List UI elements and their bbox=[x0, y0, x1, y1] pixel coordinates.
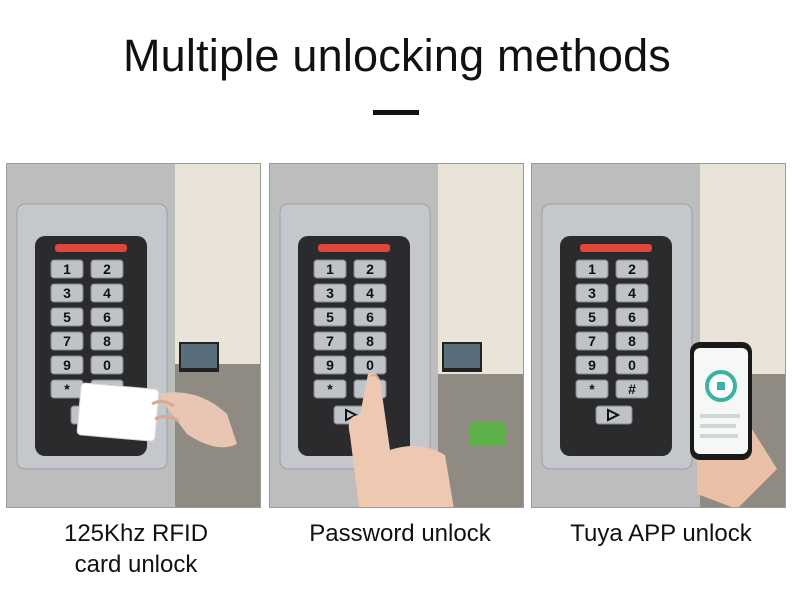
keypad-key-label: * bbox=[327, 381, 333, 397]
keypad-key-label: * bbox=[64, 381, 70, 397]
keypad-key bbox=[615, 355, 649, 375]
keypad-key-label: 9 bbox=[63, 357, 71, 373]
keypad-key bbox=[313, 283, 347, 303]
keypad-key-label: * bbox=[589, 381, 595, 397]
bell-key bbox=[595, 405, 633, 425]
keypad-key bbox=[615, 307, 649, 327]
keypad-key bbox=[615, 331, 649, 351]
keypad-key-label: 8 bbox=[366, 333, 374, 349]
keypad-key-label: 1 bbox=[326, 261, 334, 277]
keypad-key-label: 5 bbox=[63, 309, 71, 325]
keypad-key-label: 5 bbox=[326, 309, 334, 325]
keypad-key-label: 3 bbox=[326, 285, 334, 301]
keypad-key-label: 7 bbox=[63, 333, 71, 349]
keypad-key bbox=[90, 283, 124, 303]
keypad-key-label: 0 bbox=[366, 357, 374, 373]
keypad-key bbox=[353, 259, 387, 279]
password-caption-line1: Password unlock bbox=[309, 520, 491, 547]
rfid-caption-line1: 125Khz RFID bbox=[63, 520, 209, 547]
keypad-key-label: 5 bbox=[588, 309, 596, 325]
keypad-key-label: 7 bbox=[588, 333, 596, 349]
keypad-key-label: # bbox=[628, 381, 636, 397]
keypad-key bbox=[615, 259, 649, 279]
keypad-key bbox=[313, 307, 347, 327]
keypad-key-label: 3 bbox=[63, 285, 71, 301]
keypad-key-label: 4 bbox=[366, 285, 374, 301]
keypad-key bbox=[575, 379, 609, 399]
keypad-key-label: 2 bbox=[103, 261, 111, 277]
keypad-key bbox=[50, 355, 84, 375]
keypad-key bbox=[615, 283, 649, 303]
app-caption: Tuya APP unlock bbox=[556, 518, 766, 549]
fingertip-icon bbox=[348, 372, 454, 507]
keypad-key-label: 6 bbox=[103, 309, 111, 325]
keypad-key bbox=[353, 283, 387, 303]
rfid-caption-line2: card unlock bbox=[74, 551, 198, 578]
keypad-key-label: 0 bbox=[103, 357, 111, 373]
keypad-key bbox=[50, 331, 84, 351]
keypad-key bbox=[50, 283, 84, 303]
keypad-key-label: 8 bbox=[628, 333, 636, 349]
keypad-key bbox=[575, 355, 609, 375]
keypad-key-label: 3 bbox=[588, 285, 596, 301]
keypad-key bbox=[90, 355, 124, 375]
keypad-key-label: 6 bbox=[628, 309, 636, 325]
app-caption-line1: Tuya APP unlock bbox=[570, 520, 752, 547]
keypad-key bbox=[313, 355, 347, 375]
keypad-key bbox=[575, 259, 609, 279]
keypad-key bbox=[50, 259, 84, 279]
keypad-key-label: 6 bbox=[366, 309, 374, 325]
keypad-device-3: 1 2 3 4 5 6 7 8 9 0 * # bbox=[541, 203, 693, 470]
keypad-key bbox=[313, 379, 347, 399]
keypad-key-label: 9 bbox=[326, 357, 334, 373]
keypad-key-label: 4 bbox=[628, 285, 636, 301]
keypad-key-label: 7 bbox=[326, 333, 334, 349]
keypad-key bbox=[313, 331, 347, 351]
keypad-key-label: 0 bbox=[628, 357, 636, 373]
app-panel: 1 2 3 4 5 6 7 8 9 0 * # bbox=[531, 163, 786, 508]
keypad-key bbox=[353, 307, 387, 327]
keypad-key bbox=[615, 379, 649, 399]
page-title: Multiple unlocking methods bbox=[123, 30, 671, 81]
keypad-key bbox=[50, 307, 84, 327]
keypad-key-label: 9 bbox=[588, 357, 596, 373]
bell-icon bbox=[607, 408, 621, 422]
rfid-card-icon bbox=[76, 382, 237, 448]
keypad-key bbox=[90, 307, 124, 327]
title-underline bbox=[373, 110, 419, 115]
smartphone-app-icon bbox=[690, 342, 777, 507]
keypad-key-label: 1 bbox=[63, 261, 71, 277]
app-scene: 1 2 3 4 5 6 7 8 9 0 * # bbox=[532, 164, 785, 507]
rfid-caption: 125Khz RFID card unlock bbox=[56, 518, 216, 580]
keypad-key bbox=[353, 331, 387, 351]
keypad-key-label: 4 bbox=[103, 285, 111, 301]
keypad-key bbox=[575, 331, 609, 351]
keypad-key-label: 1 bbox=[588, 261, 596, 277]
keypad-key bbox=[313, 259, 347, 279]
password-caption: Password unlock bbox=[290, 518, 510, 549]
keypad-key bbox=[575, 283, 609, 303]
keypad-key-label: 2 bbox=[628, 261, 636, 277]
bell-icon bbox=[345, 408, 359, 422]
keypad-key-label: 8 bbox=[103, 333, 111, 349]
keypad-key bbox=[575, 307, 609, 327]
keypad-key bbox=[90, 259, 124, 279]
keypad-key-label: 2 bbox=[366, 261, 374, 277]
keypad-key bbox=[90, 331, 124, 351]
